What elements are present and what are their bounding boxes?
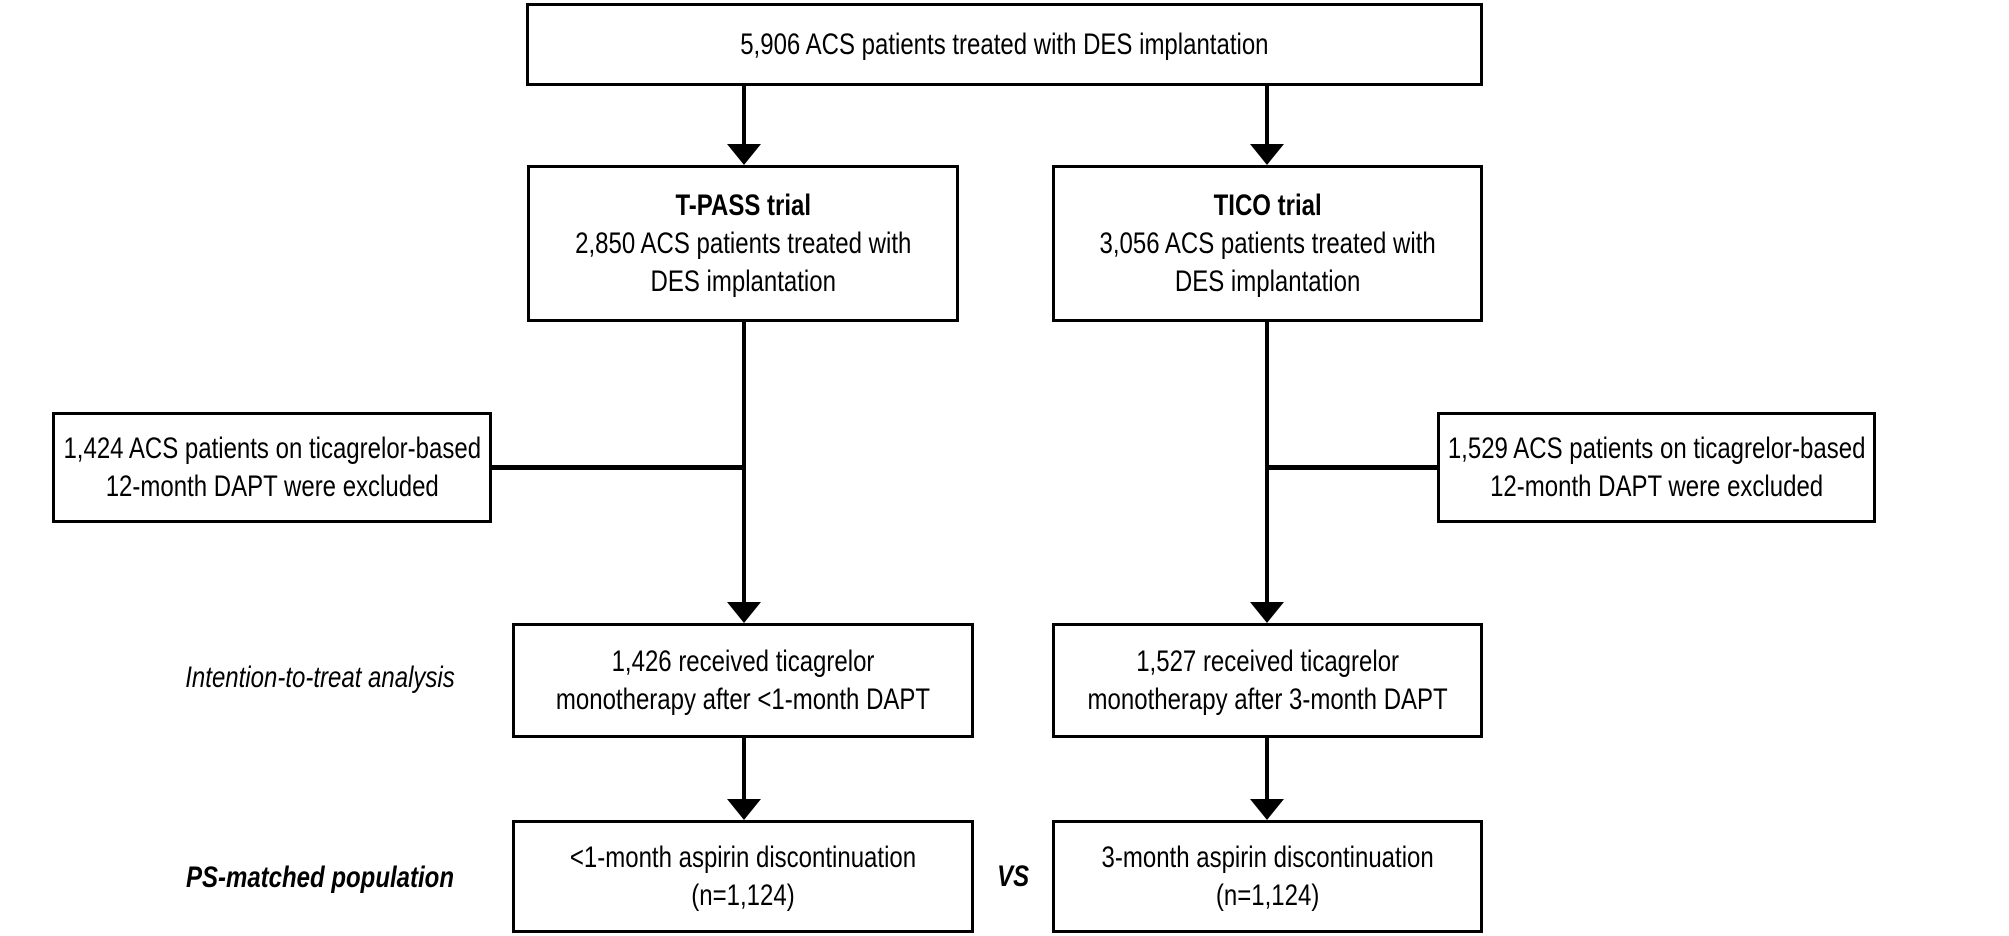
box-tpass-trial-text: T-PASS trial 2,850 ACS patients treated … [530,187,956,301]
box-text-line: 12-month DAPT were excluded [105,469,439,503]
box-text-line: 1,424 ACS patients on ticagrelor-based [63,431,481,465]
box-text-line: <1-month aspirin discontinuation [569,840,917,874]
box-text-line: 1,426 received ticagrelor [611,644,875,678]
box-text-line: 5,906 ACS patients treated with DES impl… [740,27,1269,61]
box-text-line: 1,527 received ticagrelor [1136,644,1399,678]
label-intention-to-treat: Intention-to-treat analysis [150,640,490,715]
label-text: VS [996,859,1030,893]
box-ps-right-text: 3-month aspirin discontinuation (n=1,124… [1055,839,1480,915]
box-text-line: 2,850 ACS patients treated with [574,226,912,260]
box-ps-left: <1-month aspirin discontinuation (n=1,12… [512,820,974,933]
box-itt-left-text: 1,426 received ticagrelor monotherapy af… [515,643,971,719]
box-text-line: 1,529 ACS patients on ticagrelor-based [1447,431,1866,465]
connector-itt-right-to-ps-right [1265,738,1269,801]
arrowhead-down-icon [727,144,761,165]
box-ps-right: 3-month aspirin discontinuation (n=1,124… [1052,820,1483,933]
label-text: Intention-to-treat analysis [185,660,455,694]
connector-excluded-left [490,465,744,470]
arrowhead-down-icon [727,602,761,623]
arrowhead-down-icon [1250,799,1284,820]
box-total-patients: 5,906 ACS patients treated with DES impl… [526,3,1483,86]
connector-itt-left-to-ps-left [742,738,746,801]
label-ps-matched: PS-matched population [150,840,490,915]
box-itt-left: 1,426 received ticagrelor monotherapy af… [512,623,974,738]
box-text-line: monotherapy after 3-month DAPT [1087,682,1448,716]
box-title: TICO trial [1213,188,1322,222]
box-ps-left-text: <1-month aspirin discontinuation (n=1,12… [515,839,971,915]
box-text-line: monotherapy after <1-month DAPT [555,682,931,716]
box-excluded-left: 1,424 ACS patients on ticagrelor-based 1… [52,412,492,523]
connector-total-to-tico [1265,85,1269,147]
box-excluded-right: 1,529 ACS patients on ticagrelor-based 1… [1437,412,1876,523]
box-tico-trial-text: TICO trial 3,056 ACS patients treated wi… [1055,187,1480,301]
label-text: PS-matched population [185,860,454,894]
connector-total-to-tpass [742,85,746,147]
box-text-line: DES implantation [650,264,836,298]
arrowhead-down-icon [1250,144,1284,165]
arrowhead-down-icon [1250,602,1284,623]
connector-tpass-to-itt-left [742,322,746,604]
box-text-line: DES implantation [1174,264,1361,298]
box-text-line: 12-month DAPT were excluded [1489,469,1824,503]
connector-excluded-right [1265,465,1439,470]
box-itt-right: 1,527 received ticagrelor monotherapy af… [1052,623,1483,738]
box-text-line: (n=1,124) [1215,878,1320,912]
box-tico-trial: TICO trial 3,056 ACS patients treated wi… [1052,165,1483,322]
box-tpass-trial: T-PASS trial 2,850 ACS patients treated … [527,165,959,322]
box-excluded-right-text: 1,529 ACS patients on ticagrelor-based 1… [1440,430,1873,506]
box-title: T-PASS trial [675,188,811,222]
box-total-patients-text: 5,906 ACS patients treated with DES impl… [529,26,1480,64]
connector-tico-to-itt-right [1265,322,1269,604]
box-text-line: 3,056 ACS patients treated with [1099,226,1436,260]
box-excluded-left-text: 1,424 ACS patients on ticagrelor-based 1… [55,430,489,506]
arrowhead-down-icon [727,799,761,820]
label-vs: VS [975,820,1051,933]
box-text-line: 3-month aspirin discontinuation [1101,840,1434,874]
box-text-line: (n=1,124) [691,878,795,912]
box-itt-right-text: 1,527 received ticagrelor monotherapy af… [1055,643,1480,719]
